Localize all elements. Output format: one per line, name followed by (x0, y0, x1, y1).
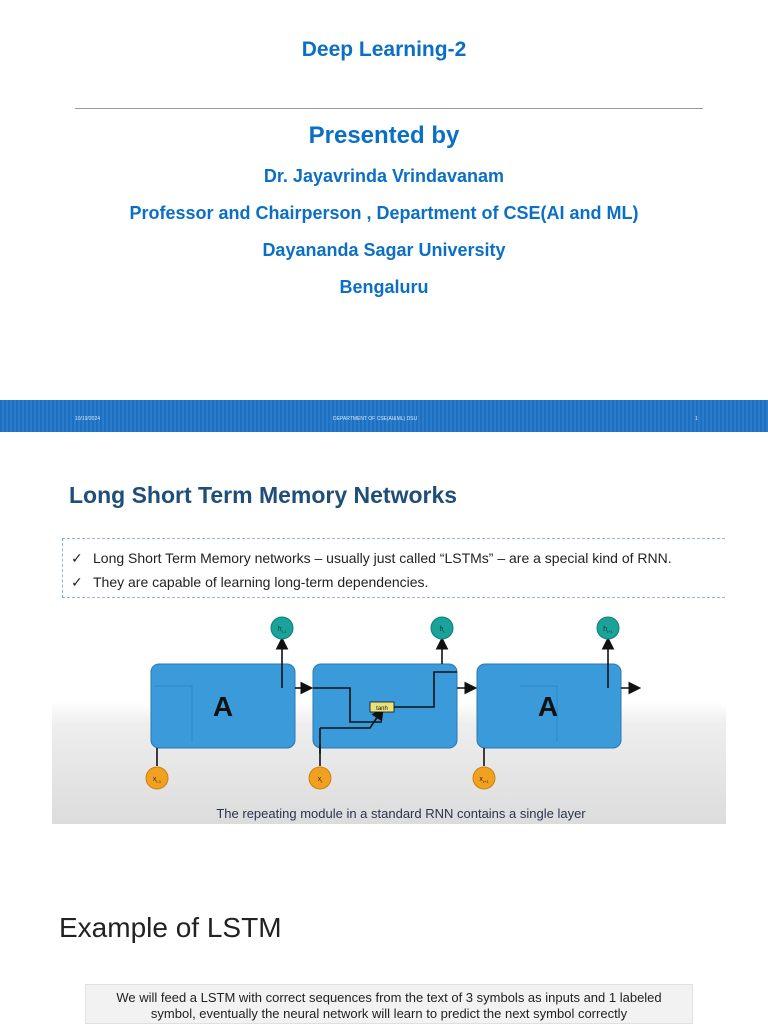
description-line: symbol, eventually the neural network wi… (150, 1006, 628, 1021)
bullet-item: ✓ They are capable of learning long-term … (71, 574, 428, 591)
input-label: xt (318, 776, 324, 784)
footer-department: DEPARTMENT OF CSE(AI&ML) DSU (333, 416, 418, 422)
footer-date: 10/19/2024 (75, 416, 101, 422)
output-label: ht-1 (278, 626, 287, 634)
rnn-diagram: A A tanh ht-1 ht ht+1 xt-1 (52, 602, 726, 824)
bullet-box: ✓ Long Short Term Memory networks – usual… (62, 538, 725, 598)
output-label: ht+1 (603, 626, 613, 634)
cell-label: A (213, 691, 233, 722)
slide-title: Example of LSTM (59, 912, 282, 943)
presenter-role: Professor and Chairperson , Department o… (129, 203, 639, 223)
example-description-box: We will feed a LSTM with correct sequenc… (85, 984, 693, 1024)
footer-page-number: 1 (695, 416, 698, 422)
slide-footer: 10/19/2024 DEPARTMENT OF CSE(AI&ML) DSU … (0, 400, 768, 432)
presented-by-heading: Presented by (308, 122, 460, 149)
presenter-city: Bengaluru (339, 277, 429, 297)
title-divider (75, 108, 703, 109)
output-label: ht (439, 626, 445, 634)
rnn-cell-left (150, 663, 296, 749)
output-node (596, 616, 620, 640)
rnn-cell-right (476, 663, 622, 749)
tanh-label: tanh (376, 706, 388, 712)
input-node (472, 766, 496, 790)
lstm-example-slide: Example of LSTM We will feed a LSTM with… (0, 852, 768, 1024)
slide-title: Deep Learning-2 (301, 38, 467, 61)
input-label: xt-1 (153, 776, 162, 784)
cell-label: A (538, 691, 558, 722)
title-slide: Deep Learning-2 Presented by Dr. Jayavri… (0, 0, 768, 432)
input-node (145, 766, 169, 790)
input-label: xt+1 (479, 776, 489, 784)
check-icon: ✓ (71, 550, 83, 566)
slide-title: Long Short Term Memory Networks (69, 482, 458, 508)
diagram-caption: The repeating module in a standard RNN c… (216, 806, 586, 821)
description-line: We will feed a LSTM with correct sequenc… (116, 990, 662, 1005)
presenter-university: Dayananda Sagar University (262, 240, 506, 260)
bullet-text: Long Short Term Memory networks – usuall… (93, 550, 672, 566)
output-node (270, 616, 294, 640)
bullet-text: They are capable of learning long-term d… (93, 574, 429, 590)
input-node (308, 766, 332, 790)
output-node (430, 616, 454, 640)
lstm-networks-slide: Long Short Term Memory Networks ✓ Long Sh… (0, 432, 768, 852)
check-icon: ✓ (71, 574, 83, 590)
bullet-item: ✓ Long Short Term Memory networks – usual… (71, 550, 672, 567)
presenter-name: Dr. Jayavrinda Vrindavanam (263, 166, 505, 186)
